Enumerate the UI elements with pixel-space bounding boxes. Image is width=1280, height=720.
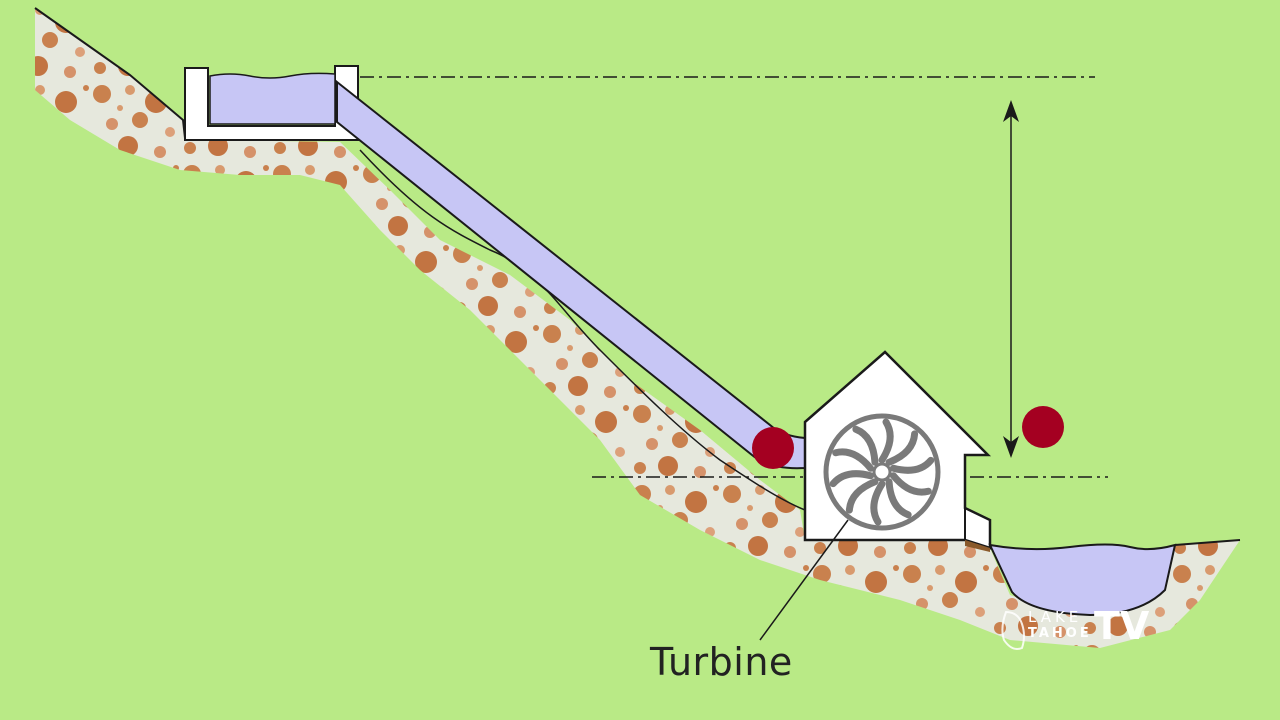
lake-outline-icon <box>1001 610 1025 650</box>
head-arrow-icon <box>1003 100 1019 458</box>
lower-bank-outline <box>1174 539 1241 546</box>
hillside-outline-mid <box>359 149 806 511</box>
hillside-soil <box>35 8 1240 648</box>
marker-dot-icon <box>1022 406 1064 448</box>
watermark-tahoe: TAHOE <box>1028 626 1092 641</box>
turbine-label: Turbine <box>650 640 793 684</box>
watermark-tv: TV <box>1094 604 1150 648</box>
upper-reservoir <box>184 65 359 141</box>
turbine-leader-line <box>759 519 849 641</box>
marker-dot-icon <box>752 427 794 469</box>
turbine-icon <box>823 413 941 531</box>
lower-reservoir <box>988 543 1177 617</box>
watermark-logo: LAKE TAHOE TV <box>998 604 1158 656</box>
watermark-lake: LAKE <box>1028 608 1083 626</box>
